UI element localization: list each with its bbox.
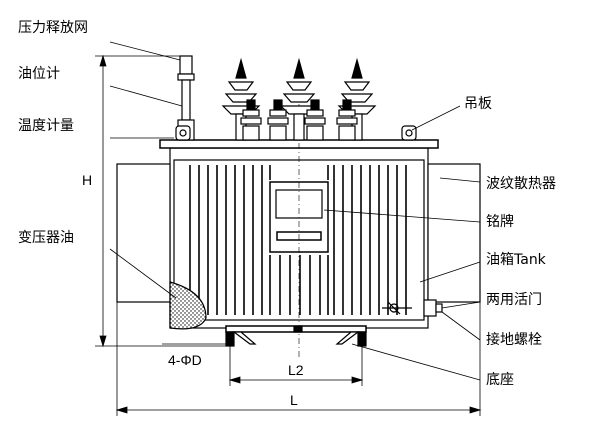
label-dual-valve: 两用活门 (486, 292, 542, 308)
dimension-lines (95, 54, 482, 416)
label-nameplate: 铭牌 (486, 214, 514, 230)
label-thermometer: 温度计量 (18, 118, 74, 134)
valve (382, 299, 443, 317)
dim-wheel-span: L2 (288, 362, 304, 378)
leader-lines (109, 41, 481, 381)
dim-hole: 4-ΦD (168, 352, 202, 368)
label-lifting-plate: 吊板 (464, 96, 492, 112)
label-pressure-relief: 压力释放网 (18, 20, 88, 36)
label-ground-bolt: 接地螺栓 (486, 332, 542, 348)
radiator-fins (189, 165, 407, 315)
label-radiator: 波纹散热器 (486, 176, 556, 192)
label-base: 底座 (486, 372, 514, 388)
dim-height: H (82, 172, 93, 188)
right-radiator-panel (427, 163, 481, 303)
lv-bushings (240, 99, 358, 141)
dim-length: L (290, 392, 298, 408)
left-radiator-panel (116, 163, 171, 303)
label-oil-tank: 油箱Tank (486, 252, 546, 268)
label-oil-gauge: 油位计 (18, 66, 60, 82)
oil-bulge (169, 281, 207, 330)
label-transformer-oil: 变压器油 (18, 230, 74, 246)
lifting-lugs (175, 125, 417, 141)
